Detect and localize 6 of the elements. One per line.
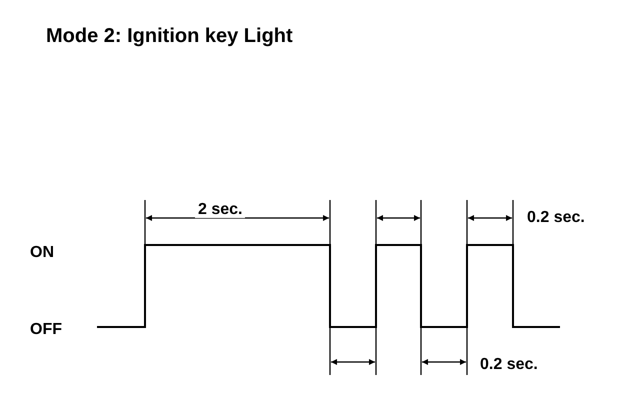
diagram-title: Mode 2: Ignition key Light (46, 26, 293, 46)
level-label: OFF (30, 322, 62, 338)
duration-label: 0.2 sec. (527, 210, 585, 226)
duration-label: 2 sec. (195, 202, 246, 218)
duration-label: 0.2 sec. (480, 357, 538, 373)
level-label: ON (30, 245, 54, 261)
